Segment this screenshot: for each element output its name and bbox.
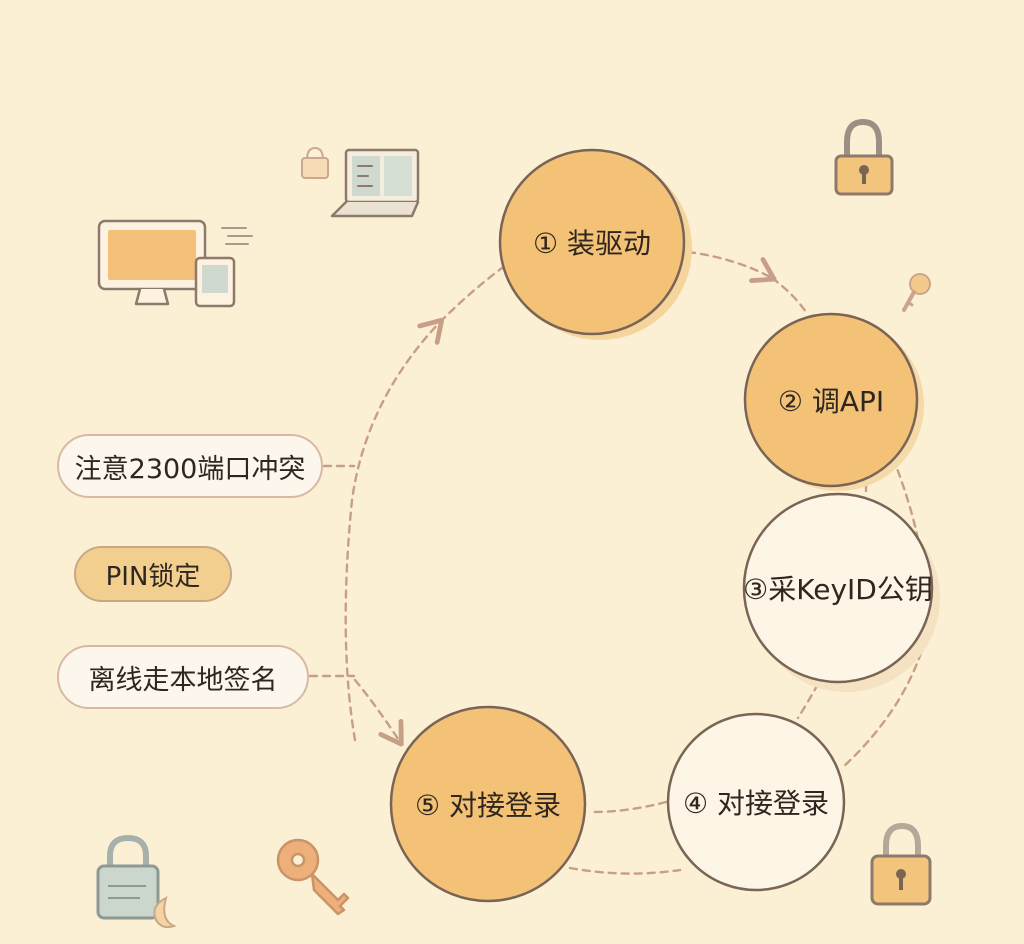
step-1-label: ① 装驱动 xyxy=(532,227,651,260)
small-lock-icon xyxy=(301,146,329,179)
step-circles xyxy=(389,148,940,903)
step-4-label: ④ 对接登录 xyxy=(682,787,829,820)
step-3-circle xyxy=(742,492,934,684)
step-4-circle xyxy=(666,712,846,892)
arrow-note3-to-step5 xyxy=(353,678,404,747)
note-pin-lock: PIN锁定 xyxy=(74,546,232,602)
arrow-step1-to-step2-tail xyxy=(770,276,810,317)
moon-icon xyxy=(153,896,177,929)
note-port-conflict: 注意2300端口冲突 xyxy=(57,434,323,498)
step-2-label: ② 调API xyxy=(777,385,885,418)
padlock-icon-top xyxy=(834,119,894,196)
key-icon-small xyxy=(902,273,931,312)
arrow-step1-inbound xyxy=(438,266,504,324)
padlock-icon-bottom-left xyxy=(96,835,160,920)
arrow-step5-to-step1 xyxy=(344,317,445,742)
arrow-step5-lower-return xyxy=(568,866,682,875)
step-3-label: ③采KeyID公钥 xyxy=(743,573,933,606)
padlock-icon-bottom-right xyxy=(870,823,932,906)
monitor-icon xyxy=(97,219,253,308)
key-icon xyxy=(276,838,350,916)
note-offline-signing: 离线走本地签名 xyxy=(57,645,309,709)
arrow-step3-to-step4 xyxy=(796,682,820,720)
arrow-step4-to-step5 xyxy=(590,800,668,814)
step-1-circle xyxy=(498,148,686,336)
laptop-icon xyxy=(330,148,420,218)
arrow-step1-to-step2 xyxy=(686,250,777,283)
step-2-circle xyxy=(743,312,919,488)
step-5-circle xyxy=(389,705,587,903)
step-5-label: ⑤ 对接登录 xyxy=(414,789,561,822)
